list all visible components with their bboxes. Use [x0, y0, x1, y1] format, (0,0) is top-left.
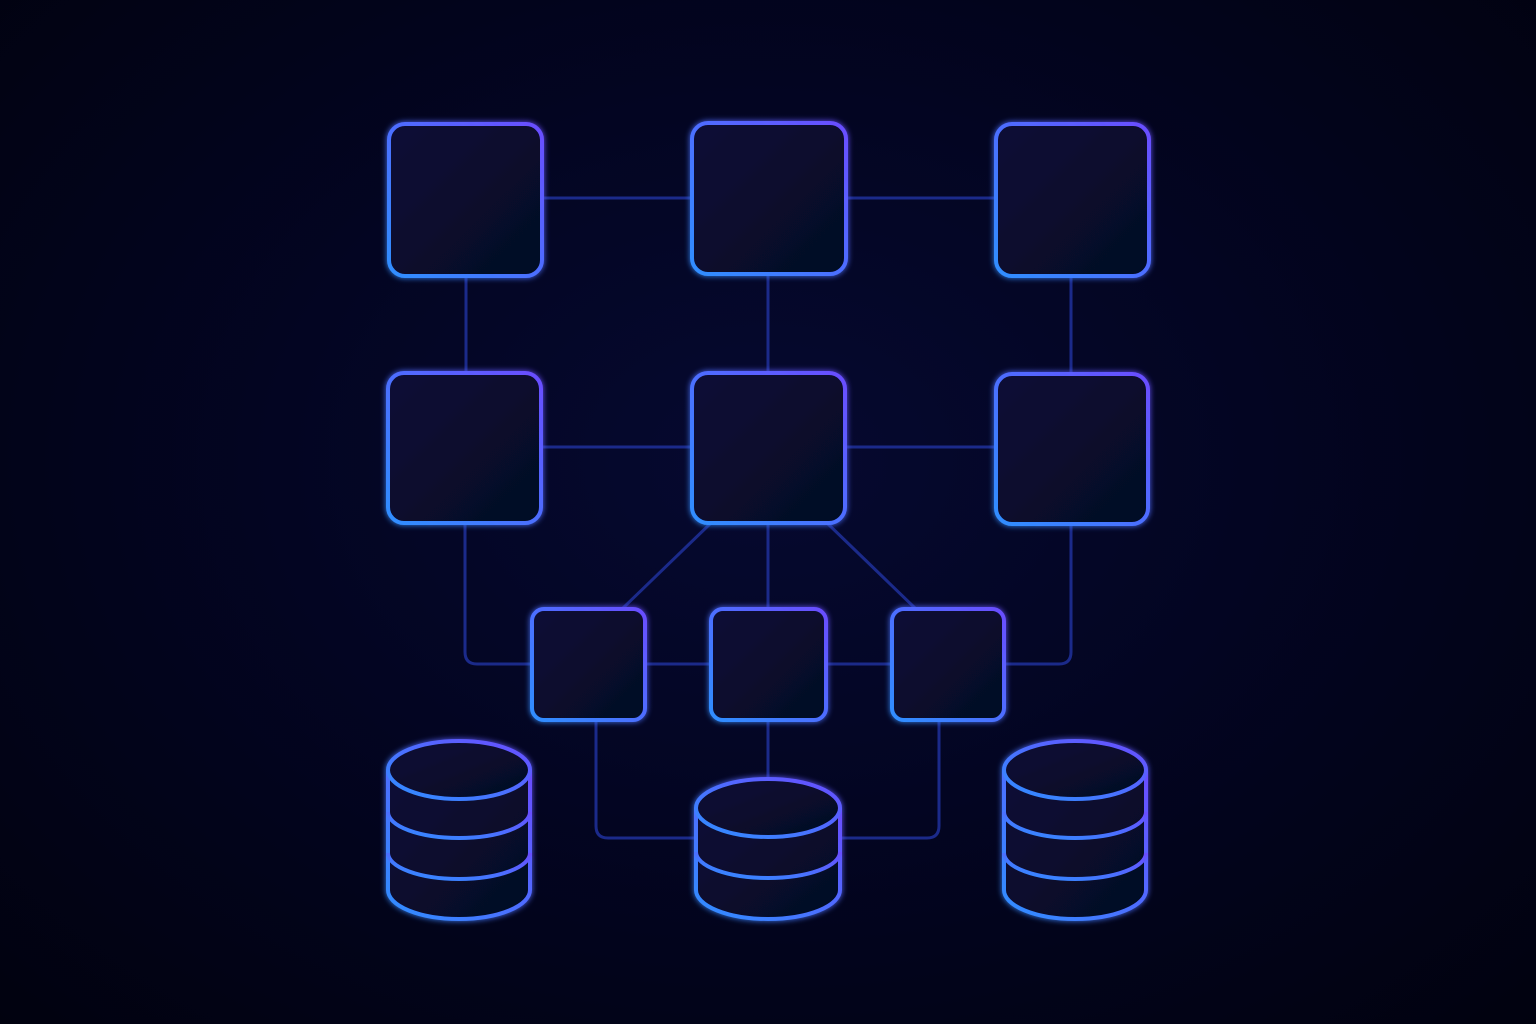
node-low-center	[709, 607, 828, 722]
edge-low-right-to-db-center	[838, 718, 941, 840]
node-mid-right	[994, 372, 1150, 526]
node-top-left	[387, 122, 544, 278]
node-mid-left	[386, 371, 543, 525]
node-top-center	[690, 121, 848, 276]
database-left-icon	[386, 739, 532, 921]
node-low-left	[530, 607, 647, 722]
node-low-right	[890, 607, 1006, 722]
connectors	[463, 196, 1073, 840]
edge-mid-center-to-low-left	[620, 520, 714, 611]
database-center-icon	[694, 777, 842, 921]
edge-mid-left-to-low-left	[463, 520, 534, 666]
node-mid-center	[690, 371, 847, 525]
database-right-icon	[1002, 739, 1148, 921]
edge-mid-center-to-low-right	[824, 520, 918, 611]
databases	[386, 739, 1148, 921]
edge-mid-right-to-low-right	[1002, 521, 1073, 666]
nodes	[386, 121, 1151, 722]
node-top-right	[994, 122, 1151, 278]
edge-low-left-to-db-center	[594, 718, 698, 840]
